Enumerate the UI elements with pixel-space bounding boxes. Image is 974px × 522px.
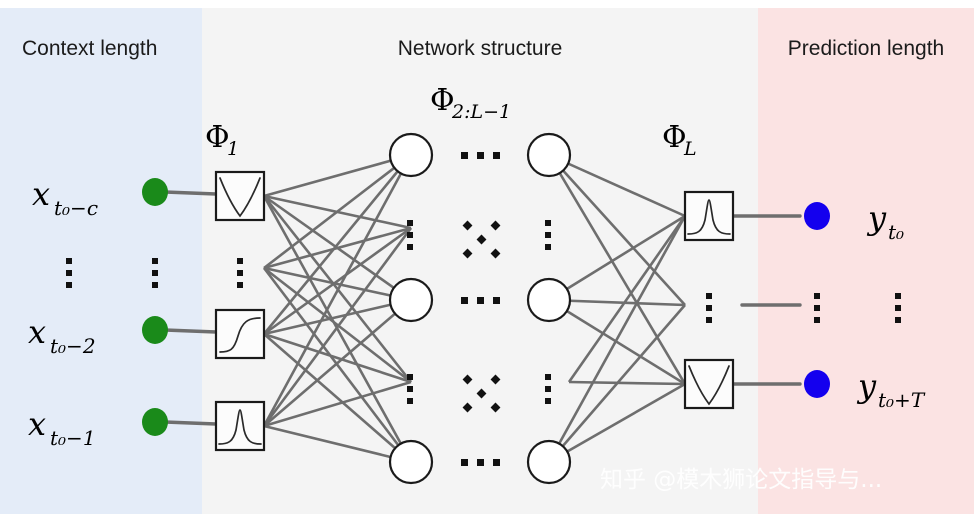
input-label-3: x t₀−2 bbox=[28, 313, 96, 358]
output-label-base: y bbox=[856, 367, 877, 405]
panel-context bbox=[0, 8, 202, 514]
activation-box-output-1[interactable] bbox=[683, 190, 735, 242]
input-label-base: x bbox=[28, 313, 46, 351]
hdots-mark bbox=[461, 459, 468, 466]
phi-last-subscript: L bbox=[683, 138, 697, 160]
panel-prediction bbox=[758, 8, 974, 514]
activation-box-input-2[interactable] bbox=[214, 308, 266, 360]
phi-first-base: Φ bbox=[205, 120, 230, 155]
watermark-label: 知乎 @模木狮论文指导与... bbox=[600, 467, 882, 493]
output-connectors bbox=[731, 214, 802, 386]
layer-label-middle: Φ 2:L−1 bbox=[430, 83, 511, 123]
hdots-mark bbox=[461, 152, 468, 159]
input-label-subscript: t₀−1 bbox=[50, 426, 96, 450]
panel-title-context: Context length bbox=[22, 37, 157, 60]
input-node[interactable] bbox=[142, 178, 168, 206]
center-column-marks bbox=[461, 152, 501, 466]
hidden-node[interactable] bbox=[526, 277, 572, 323]
layer-label-first: Φ 1 bbox=[205, 120, 239, 160]
hidden-node[interactable] bbox=[388, 439, 434, 485]
input-ellipsis-row bbox=[66, 258, 243, 288]
hdots-mark bbox=[461, 297, 468, 304]
output-label-3: y t₀+T bbox=[856, 367, 926, 412]
input-label-subscript: t₀−2 bbox=[50, 334, 96, 358]
activation-box-input-3[interactable] bbox=[214, 400, 266, 452]
output-node[interactable] bbox=[804, 370, 830, 398]
output-ellipsis-row bbox=[706, 293, 901, 323]
input-node[interactable] bbox=[142, 316, 168, 344]
phi-first-subscript: 1 bbox=[227, 138, 239, 160]
input-label-base: x bbox=[28, 405, 46, 443]
input-label-base: x bbox=[32, 175, 50, 213]
hidden-column-vdots bbox=[407, 220, 551, 404]
output-label-subscript: t₀ bbox=[888, 220, 904, 244]
input-node[interactable] bbox=[142, 408, 168, 436]
edges-input-to-hidden bbox=[262, 153, 413, 464]
edges-hidden-to-output bbox=[547, 153, 687, 464]
input-nodes bbox=[142, 178, 168, 436]
activation-box-output-2[interactable] bbox=[683, 358, 735, 410]
phi-middle-subscript: 2:L−1 bbox=[451, 101, 511, 123]
hidden-nodes-left bbox=[388, 132, 434, 485]
input-label-4: x t₀−1 bbox=[28, 405, 96, 450]
hidden-node[interactable] bbox=[388, 277, 434, 323]
phi-middle-base: Φ bbox=[430, 83, 455, 118]
ddots-mark bbox=[462, 220, 501, 259]
layer-label-last: Φ L bbox=[662, 120, 697, 160]
output-label-base: y bbox=[866, 199, 887, 237]
output-node[interactable] bbox=[804, 202, 830, 230]
hidden-nodes-right bbox=[526, 132, 572, 485]
panel-title-network: Network structure bbox=[398, 37, 563, 60]
output-label-subscript: t₀+T bbox=[878, 388, 926, 412]
input-connectors bbox=[163, 190, 218, 426]
output-nodes bbox=[804, 202, 830, 398]
input-label-1: x t₀−c bbox=[32, 175, 98, 220]
hidden-node[interactable] bbox=[526, 439, 572, 485]
ddots-mark bbox=[462, 374, 501, 413]
activation-box-input-1[interactable] bbox=[214, 170, 266, 222]
output-label-1: y t₀ bbox=[866, 199, 904, 244]
panel-title-prediction: Prediction length bbox=[788, 37, 944, 60]
phi-last-base: Φ bbox=[662, 120, 687, 155]
input-label-subscript: t₀−c bbox=[54, 196, 98, 220]
hidden-node[interactable] bbox=[526, 132, 572, 178]
hidden-node[interactable] bbox=[388, 132, 434, 178]
